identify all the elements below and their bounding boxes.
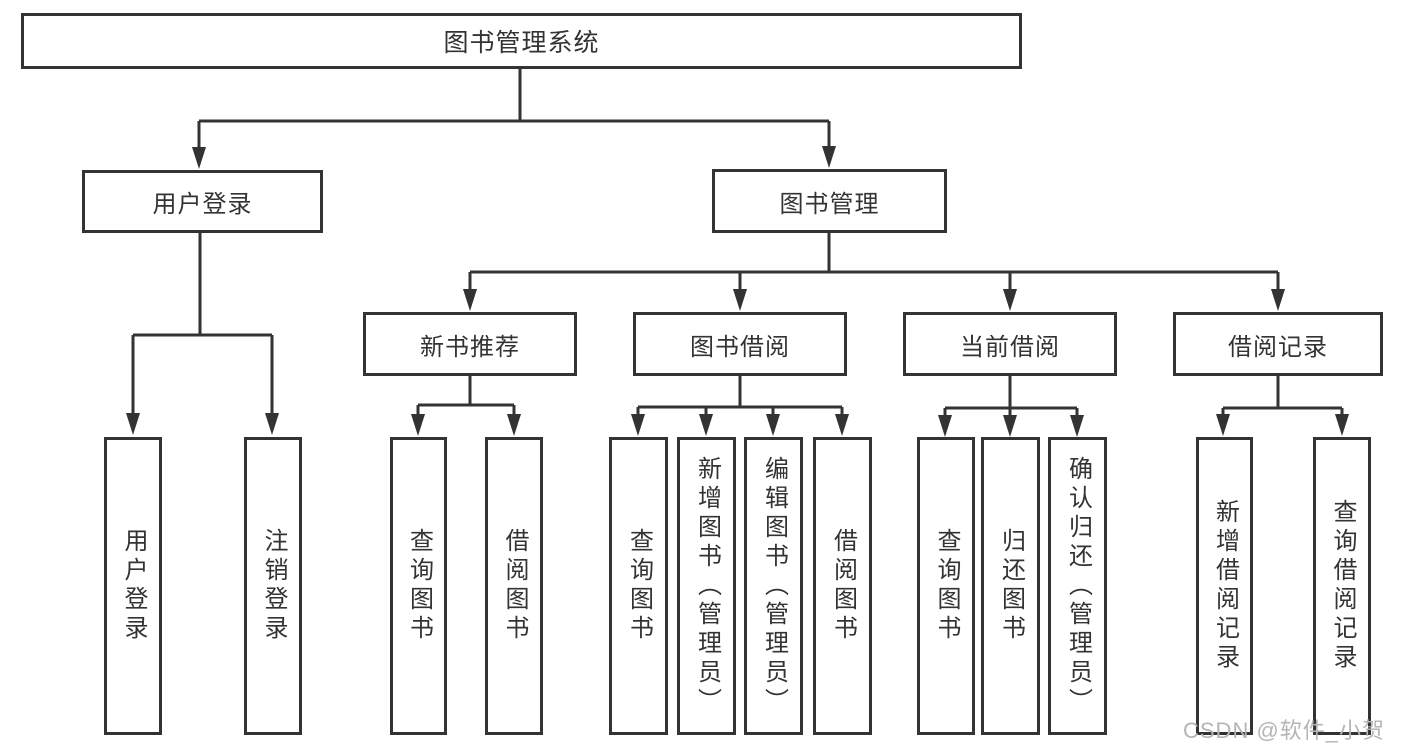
arrowhead (192, 147, 206, 169)
node-current-borrowing: 当前借阅 (903, 312, 1117, 376)
arrowhead (1271, 289, 1285, 311)
arrowhead (1335, 414, 1349, 436)
leaf-user-login: 用户登录 (104, 437, 162, 735)
leaf-borrow-books-2: 借阅图书 (813, 437, 872, 735)
leaf-query-books-3: 查询图书 (917, 437, 975, 735)
arrowhead (835, 414, 849, 436)
arrowhead (938, 415, 952, 437)
arrowhead (699, 414, 713, 436)
leaf-logout: 注销登录 (244, 437, 302, 735)
watermark: CSDN @软件_小贺同学 (1183, 718, 1386, 743)
leaf-confirm-return-admin: 确认归还（管理员） (1048, 437, 1107, 735)
arrowhead (1070, 415, 1084, 437)
node-library-system: 图书管理系统 (21, 13, 1022, 69)
arrowhead (463, 289, 477, 311)
leaf-add-books-admin: 新增图书（管理员） (677, 437, 736, 735)
leaf-add-borrow-record: 新增借阅记录 (1196, 437, 1253, 735)
arrowhead (1003, 415, 1017, 437)
arrowhead (411, 414, 425, 436)
leaf-edit-books-admin: 编辑图书（管理员） (744, 437, 803, 735)
node-borrowing-records: 借阅记录 (1173, 312, 1383, 376)
arrowhead (126, 413, 140, 435)
node-book-management: 图书管理 (712, 169, 947, 233)
node-new-book-recommendation: 新书推荐 (363, 312, 577, 376)
arrowhead (1216, 414, 1230, 436)
leaf-query-books-2: 查询图书 (609, 437, 668, 735)
arrowhead (733, 289, 747, 311)
arrowhead (631, 414, 645, 436)
arrowhead (766, 414, 780, 436)
leaf-return-books: 归还图书 (981, 437, 1040, 735)
arrowhead (1003, 289, 1017, 311)
leaf-query-borrow-record: 查询借阅记录 (1313, 437, 1371, 735)
node-user-login: 用户登录 (82, 170, 323, 233)
arrowhead (265, 413, 279, 435)
arrowhead (507, 414, 521, 436)
arrowhead (822, 146, 836, 168)
leaf-borrow-books-1: 借阅图书 (485, 437, 543, 735)
leaf-query-books-1: 查询图书 (390, 437, 447, 735)
node-book-borrowing: 图书借阅 (633, 312, 847, 376)
